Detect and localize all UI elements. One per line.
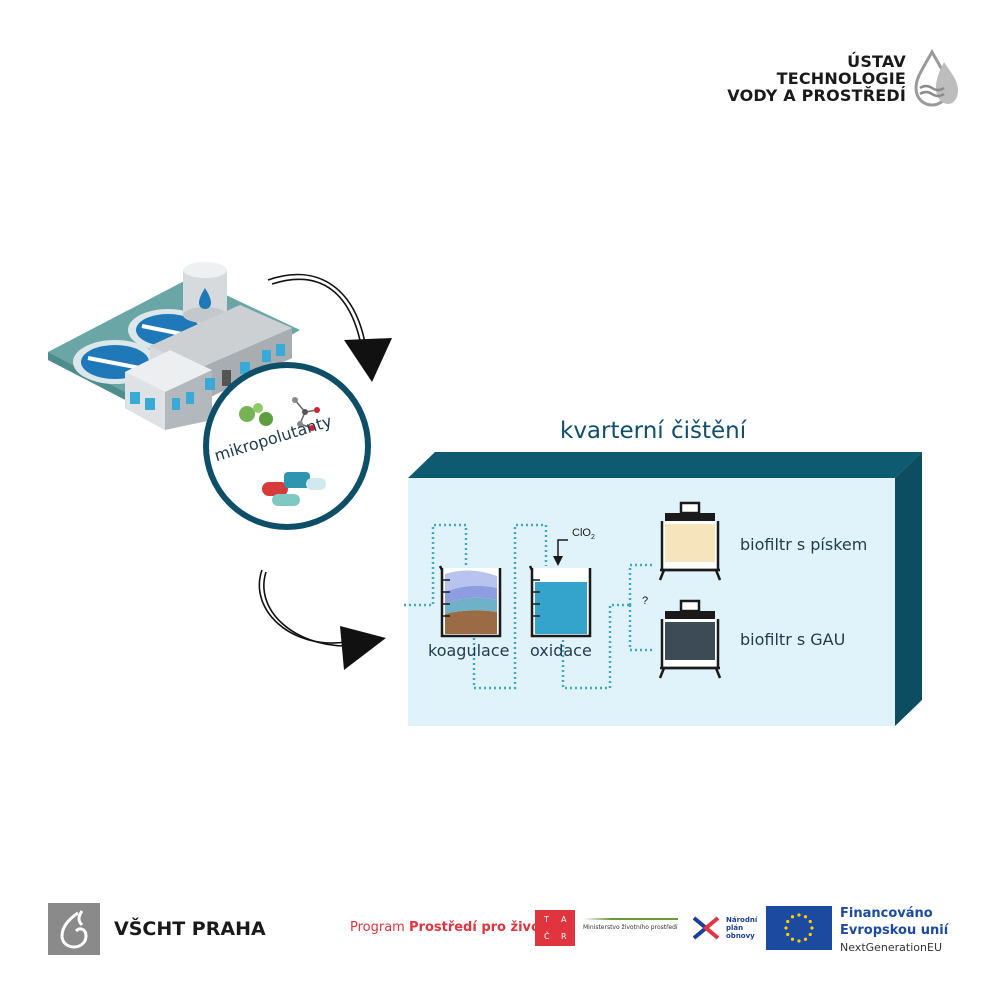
npo-line-2: plán xyxy=(726,924,744,932)
sand-biofilter-icon xyxy=(658,501,722,581)
arrowhead-top xyxy=(344,338,392,382)
tacr-letter-c: Č xyxy=(544,932,550,941)
wastewater-plant-illustration xyxy=(48,262,300,430)
reagent-subscript: 2 xyxy=(590,534,595,542)
eu-line-1: Financováno xyxy=(840,906,933,921)
tacr-letter-a: A xyxy=(561,915,567,924)
coagulation-label: koagulace xyxy=(428,641,510,660)
eu-star xyxy=(803,937,808,941)
institute-name: ÚSTAV TECHNOLOGIE VODY A PROSTŘEDÍ xyxy=(727,53,906,104)
institute-line-1: ÚSTAV xyxy=(847,51,906,71)
eu-line-3: NextGenerationEU xyxy=(840,941,942,954)
vscht-emblem-icon xyxy=(48,903,100,955)
tacr-letter-t: T xyxy=(544,915,549,924)
eu-star xyxy=(790,915,795,919)
diagram-title: kvarterní čištění xyxy=(560,418,747,444)
chlorine-dioxide-label: ClO2 xyxy=(572,527,595,541)
gac-biofilter-label: biofiltr s GAU xyxy=(740,630,846,649)
gac-biofilter-icon xyxy=(658,599,722,679)
eu-funding-label: Financováno Evropskou unií NextGeneratio… xyxy=(840,905,948,956)
eu-star xyxy=(786,932,790,937)
arrowhead-bottom xyxy=(340,626,386,670)
eu-star xyxy=(810,926,814,930)
flow-lines xyxy=(404,523,655,690)
eu-star xyxy=(797,939,801,943)
npo-line-3: obnovy xyxy=(726,932,755,940)
vscht-logo: VŠCHT PRAHA xyxy=(48,903,266,955)
oxidation-beaker-icon xyxy=(528,539,592,638)
program-name: Prostředí pro život xyxy=(409,920,547,935)
eu-star xyxy=(803,915,808,919)
institute-line-3: VODY A PROSTŘEDÍ xyxy=(727,85,906,105)
coagulation-beaker-icon xyxy=(438,565,502,638)
eu-star xyxy=(808,919,812,924)
eu-star xyxy=(790,937,795,941)
ministry-logo: Ministerstvo životního prostředí xyxy=(583,918,678,931)
eu-star xyxy=(784,926,788,930)
micropollutants-bubble xyxy=(203,362,371,530)
vscht-name: VŠCHT PRAHA xyxy=(114,918,266,940)
program-prefix: Program xyxy=(350,920,405,935)
program-label: Program Prostředí pro život xyxy=(350,920,546,935)
tacr-letter-r: R xyxy=(561,932,567,941)
arrow-top-icon xyxy=(267,273,367,351)
eu-line-2: Evropskou unií xyxy=(840,923,949,938)
question-mark: ? xyxy=(642,595,649,607)
arrow-bottom-icon xyxy=(258,569,347,647)
eu-star xyxy=(786,919,790,924)
ministry-name: Ministerstvo životního prostředí xyxy=(583,924,678,931)
tacr-logo: T A Č R xyxy=(535,910,575,946)
institute-logo: ÚSTAV TECHNOLOGIE VODY A PROSTŘEDÍ xyxy=(727,48,960,108)
water-drop-icon xyxy=(914,48,958,107)
oxidation-label: oxidace xyxy=(530,641,592,660)
sand-biofilter-label: biofiltr s pískem xyxy=(740,535,868,554)
eu-flag-icon xyxy=(766,906,832,950)
institute-line-2: TECHNOLOGIE xyxy=(776,68,906,88)
npo-line-1: Národní xyxy=(726,916,758,924)
reagent-text: ClO xyxy=(572,527,591,539)
eu-star xyxy=(797,913,801,917)
eu-star xyxy=(808,932,812,937)
npo-emblem-icon xyxy=(692,916,720,940)
npo-logo: Národní plán obnovy xyxy=(690,912,757,944)
